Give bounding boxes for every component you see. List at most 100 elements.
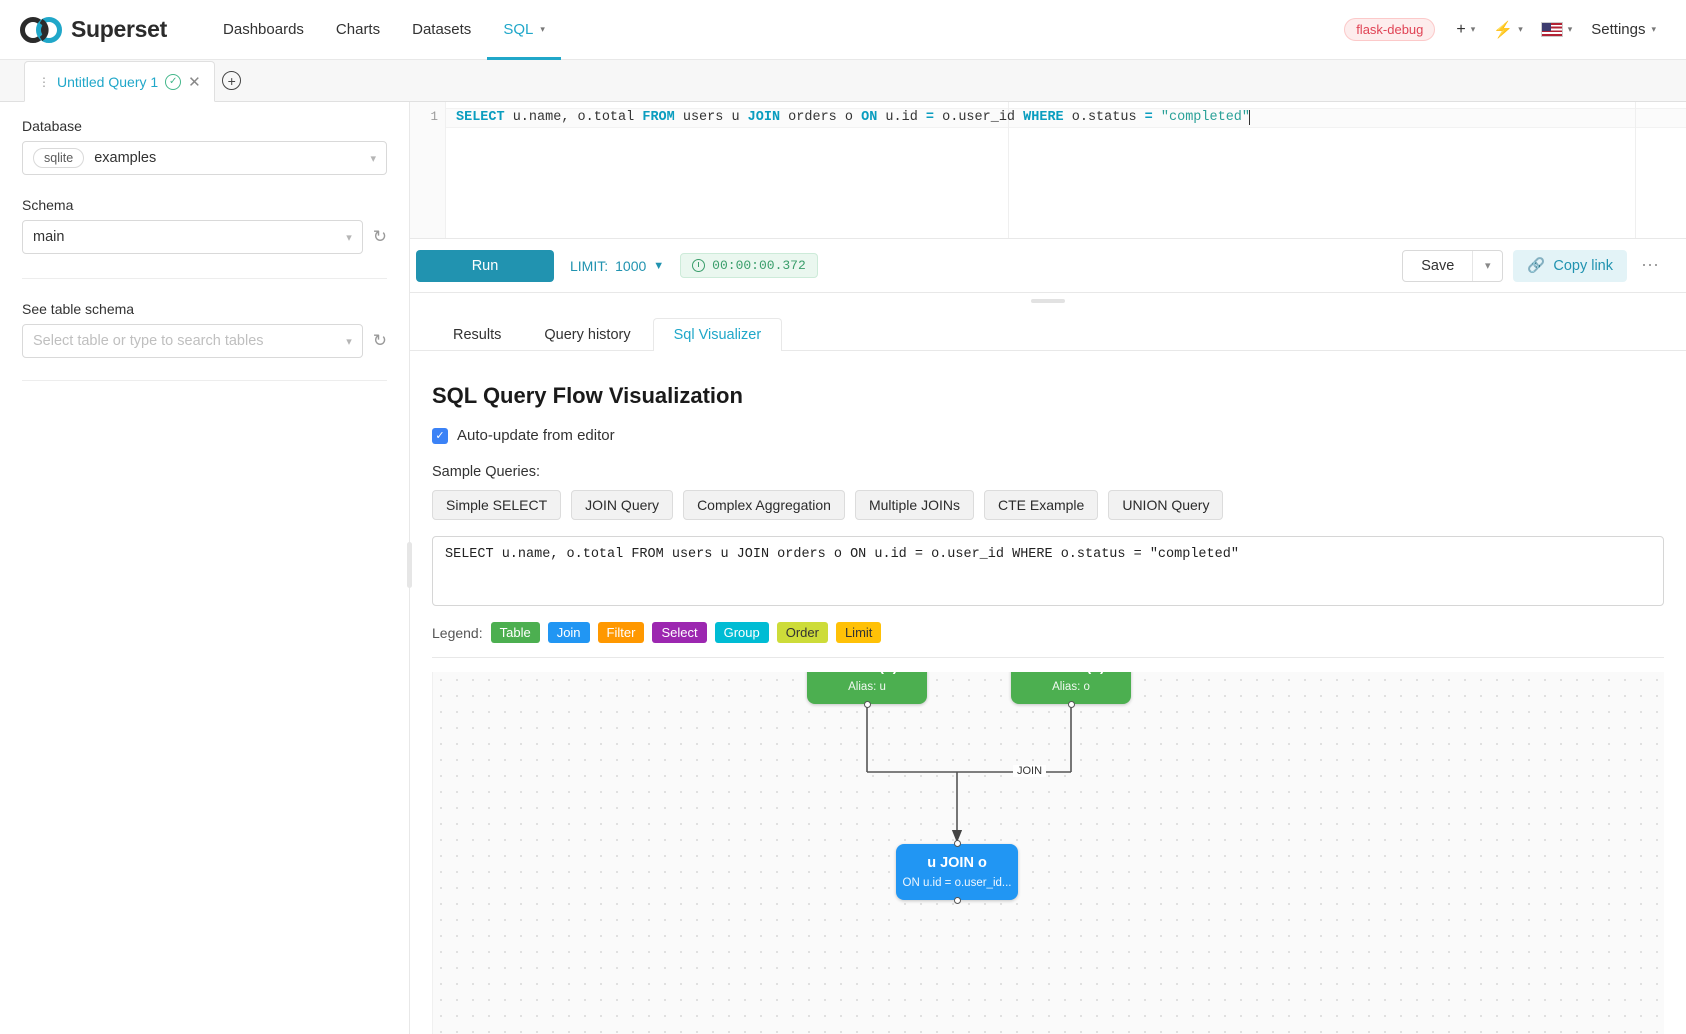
flow-node-users[interactable]: users (u)Alias: u: [807, 672, 927, 708]
nav-link-datasets[interactable]: Datasets: [412, 21, 472, 38]
editor-active-line-highlight: [446, 108, 1686, 128]
limit-dropdown[interactable]: LIMIT: 1000 ▼: [570, 258, 664, 274]
sample-btn-complex-aggregation[interactable]: Complex Aggregation: [683, 490, 845, 520]
save-label: Save: [1421, 257, 1455, 274]
auto-update-checkbox[interactable]: ✓: [432, 427, 448, 444]
drag-handle-icon[interactable]: ⋮: [38, 74, 50, 89]
tab-sql-visualizer[interactable]: Sql Visualizer: [652, 318, 783, 351]
limit-label: LIMIT:: [570, 257, 609, 274]
text-caret: [1249, 110, 1259, 125]
query-tab-untitled-query-1[interactable]: ⋮ Untitled Query 1 ✓ ✕: [24, 61, 215, 102]
query-timer: 00:00:00.372: [680, 253, 818, 278]
more-options-icon[interactable]: ⋯: [1641, 255, 1660, 275]
run-button[interactable]: Run: [416, 249, 554, 282]
flow-node-port-bottom[interactable]: [863, 701, 871, 708]
flow-edges: [866, 704, 1072, 843]
sample-queries-label: Sample Queries:: [432, 464, 540, 480]
chevron-down-icon: ▾: [1518, 24, 1523, 34]
legend-badge-group: Group: [714, 622, 769, 643]
flow-node-title: users (u): [836, 672, 897, 675]
pane-split-handle[interactable]: [410, 293, 1686, 309]
sample-btn-cte-example[interactable]: CTE Example: [983, 490, 1099, 520]
toolbar-right: Save ▾ 🔗 Copy link ⋯: [1402, 249, 1664, 282]
new-item-button[interactable]: + ▾: [1449, 15, 1482, 45]
legend: Legend: Table Join Filter Select Group O…: [432, 622, 1664, 643]
chevron-down-icon: ▼: [653, 259, 665, 272]
schema-label: Schema: [22, 197, 74, 213]
bolt-button[interactable]: ⚡ ▾: [1486, 14, 1529, 46]
flow-node-port-bottom[interactable]: [1067, 701, 1075, 708]
legend-badge-select: Select: [652, 622, 707, 643]
sample-btn-union-query[interactable]: UNION Query: [1108, 490, 1224, 520]
chevron-down-icon: ▾: [1567, 24, 1573, 34]
schema-select[interactable]: main ▾: [22, 220, 363, 254]
nav-link-sql-label: SQL: [503, 21, 534, 38]
flow-node-port-top[interactable]: [953, 840, 961, 847]
editor-toolbar: Run LIMIT: 1000 ▼ 00:00:00.372 Save ▾ 🔗 …: [410, 239, 1686, 293]
clock-icon: [692, 259, 706, 272]
editor-guide-line: [1008, 102, 1009, 238]
tab-query-history[interactable]: Query history: [544, 327, 631, 343]
add-query-tab-button[interactable]: +: [215, 60, 249, 101]
auto-update-label: Auto-update from editor: [457, 427, 615, 444]
sample-btn-multiple-joins[interactable]: Multiple JOINs: [854, 490, 974, 520]
legend-label: Legend:: [432, 624, 483, 641]
schema-value: main: [33, 229, 65, 245]
flask-debug-badge: flask-debug: [1344, 18, 1436, 41]
tab-results[interactable]: Results: [453, 327, 502, 343]
navbar-right: flask-debug + ▾ ⚡ ▾ ▾ Settings ▾: [1344, 14, 1664, 46]
flow-node-subtitle: Alias: o: [1052, 681, 1090, 693]
us-flag-icon: [1540, 22, 1563, 37]
language-picker[interactable]: ▾: [1534, 16, 1580, 43]
table-search-input[interactable]: Select table or type to search tables ▾: [22, 324, 363, 358]
editor-gutter: 1: [410, 102, 446, 238]
sample-btn-join-query[interactable]: JOIN Query: [571, 490, 674, 520]
flow-node-orders[interactable]: orders (o) Alias: o: [1011, 672, 1131, 708]
flow-canvas[interactable]: users (u)Alias: u orders (o) Alias: o u JOI…: [432, 672, 1664, 1034]
visualizer-sql-input[interactable]: [432, 536, 1664, 606]
chevron-down-icon: ▾: [346, 335, 352, 348]
chevron-down-icon[interactable]: ▾: [1472, 250, 1502, 281]
flow-edge-label-join: JOIN: [1013, 765, 1047, 777]
visualizer-divider: [432, 657, 1664, 658]
editor-guide-line-2: [1635, 102, 1636, 238]
copy-link-button[interactable]: 🔗 Copy link: [1513, 249, 1627, 282]
nav-link-sql[interactable]: SQL ▾: [487, 0, 561, 60]
auto-update-row[interactable]: ✓ Auto-update from editor: [432, 427, 1664, 444]
nav-links: Dashboards Charts Datasets SQL ▾: [207, 0, 561, 60]
nav-link-charts[interactable]: Charts: [335, 21, 381, 38]
sidebar-splitter[interactable]: [407, 542, 412, 588]
top-navbar: Superset Dashboards Charts Datasets SQL …: [0, 0, 1686, 60]
sample-btn-simple-select[interactable]: Simple SELECT: [432, 490, 562, 520]
sql-visualizer-panel: SQL Query Flow Visualization ✓ Auto-upda…: [410, 351, 1686, 1034]
database-value: examples: [94, 150, 157, 166]
chevron-down-icon: ▾: [1470, 24, 1476, 34]
database-select[interactable]: sqlite examples ▾: [22, 141, 387, 175]
visualizer-title: SQL Query Flow Visualization: [432, 383, 743, 408]
flow-node-title: orders (o): [1037, 672, 1105, 675]
close-icon[interactable]: ✕: [188, 73, 201, 91]
sidebar-divider-2: [22, 380, 387, 381]
superset-logo[interactable]: Superset: [20, 16, 167, 43]
settings-label: Settings: [1591, 21, 1646, 38]
table-schema-label: See table schema: [22, 301, 135, 317]
legend-badge-join: Join: [547, 622, 590, 643]
nav-link-dashboards[interactable]: Dashboards: [223, 21, 304, 38]
query-timer-value: 00:00:00.372: [712, 258, 806, 273]
refresh-tables-icon[interactable]: ↻: [372, 331, 387, 350]
save-button[interactable]: Save ▾: [1402, 249, 1504, 282]
chevron-down-icon: ▾: [540, 24, 545, 34]
refresh-schema-icon[interactable]: ↻: [372, 227, 387, 246]
sidebar-divider: [22, 278, 387, 279]
sql-editor[interactable]: 1 SELECT u.name, o.total FROM users u JO…: [410, 102, 1686, 239]
editor-line-number: 1: [430, 110, 438, 124]
settings-menu[interactable]: Settings ▾: [1583, 15, 1664, 44]
chevron-down-icon: ▾: [370, 152, 376, 165]
flow-node-port-bottom[interactable]: [953, 897, 961, 904]
database-engine-chip: sqlite: [33, 148, 85, 168]
database-label: Database: [22, 118, 82, 134]
editor-code-line: SELECT u.name, o.total FROM users u JOIN…: [446, 102, 1259, 238]
query-tab-strip: ⋮ Untitled Query 1 ✓ ✕ +: [0, 60, 1686, 102]
check-circle-icon: ✓: [165, 73, 182, 90]
